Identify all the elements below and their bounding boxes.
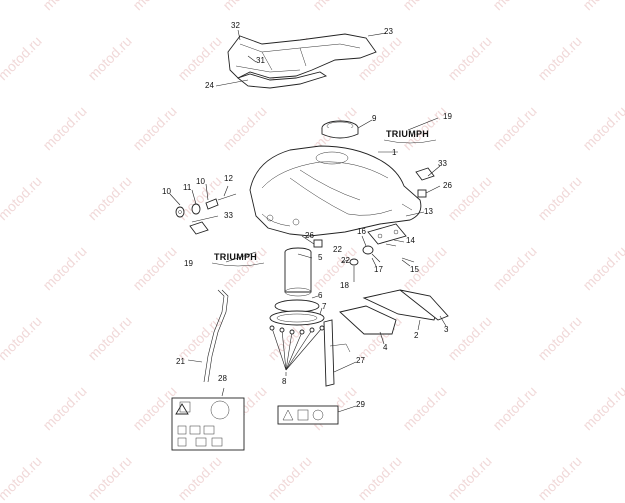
part-filler-cap (322, 121, 358, 138)
brand-decal-right: TRIUMPH (386, 129, 429, 139)
part-brand-decal-right: TRIUMPH (384, 129, 436, 143)
callout-32: 32 (231, 21, 240, 30)
part-rubber-block-right (416, 168, 434, 180)
callout-31: 31 (256, 56, 265, 65)
callout-10-top: 10 (196, 177, 205, 186)
callout-11: 11 (183, 183, 192, 192)
callout-14: 14 (406, 236, 415, 245)
callout-15: 15 (410, 265, 419, 274)
part-breather-pipe (204, 290, 228, 382)
part-rubber-block-left (190, 222, 208, 234)
callout-5: 5 (318, 253, 323, 262)
callout-28: 28 (218, 374, 227, 383)
part-grommet-left (314, 240, 322, 247)
callout-26-left: 26 (305, 231, 314, 240)
part-warning-label-29 (278, 406, 338, 424)
callout-21: 21 (176, 357, 185, 366)
callout-8: 8 (282, 377, 287, 386)
callout-4: 4 (383, 343, 388, 352)
callout-6: 6 (318, 291, 323, 300)
callout-27: 27 (356, 356, 365, 365)
part-pump-screws (270, 326, 324, 370)
part-warning-label-28 (172, 398, 244, 450)
callout-23: 23 (384, 27, 393, 36)
callout-3: 3 (444, 325, 449, 334)
callout-13: 13 (424, 207, 433, 216)
callout-19-left: 19 (184, 259, 193, 268)
part-fuel-tank (250, 146, 421, 236)
callout-2: 2 (414, 331, 419, 340)
part-fuel-pump (270, 248, 324, 370)
part-heat-shield-pads (340, 290, 448, 334)
callout-9: 9 (372, 114, 377, 123)
part-drain-tube (324, 320, 350, 386)
callout-29: 29 (356, 400, 365, 409)
callout-33-right: 33 (438, 159, 447, 168)
callout-10-left: 10 (162, 187, 171, 196)
callout-12: 12 (224, 174, 233, 183)
callout-22-bottom: 22 (341, 256, 350, 265)
callout-24: 24 (205, 81, 214, 90)
part-brand-decal-left: TRIUMPH (212, 252, 264, 266)
callout-33-left: 33 (224, 211, 233, 220)
callout-16: 16 (357, 227, 366, 236)
part-grommet-right (418, 190, 426, 197)
callout-1: 1 (392, 148, 397, 157)
brand-decal-left: TRIUMPH (214, 252, 257, 262)
callout-26-right: 26 (443, 181, 452, 190)
part-tank-cover (228, 34, 376, 88)
callout-7: 7 (322, 302, 327, 311)
fuel-tank-exploded-diagram: 32 23 31 24 9 19 1 33 10 12 26 10 11 13 … (0, 0, 625, 468)
callout-19-right: 19 (443, 112, 452, 121)
callout-17: 17 (374, 265, 383, 274)
callout-22-top: 22 (333, 245, 342, 254)
callout-18: 18 (340, 281, 349, 290)
